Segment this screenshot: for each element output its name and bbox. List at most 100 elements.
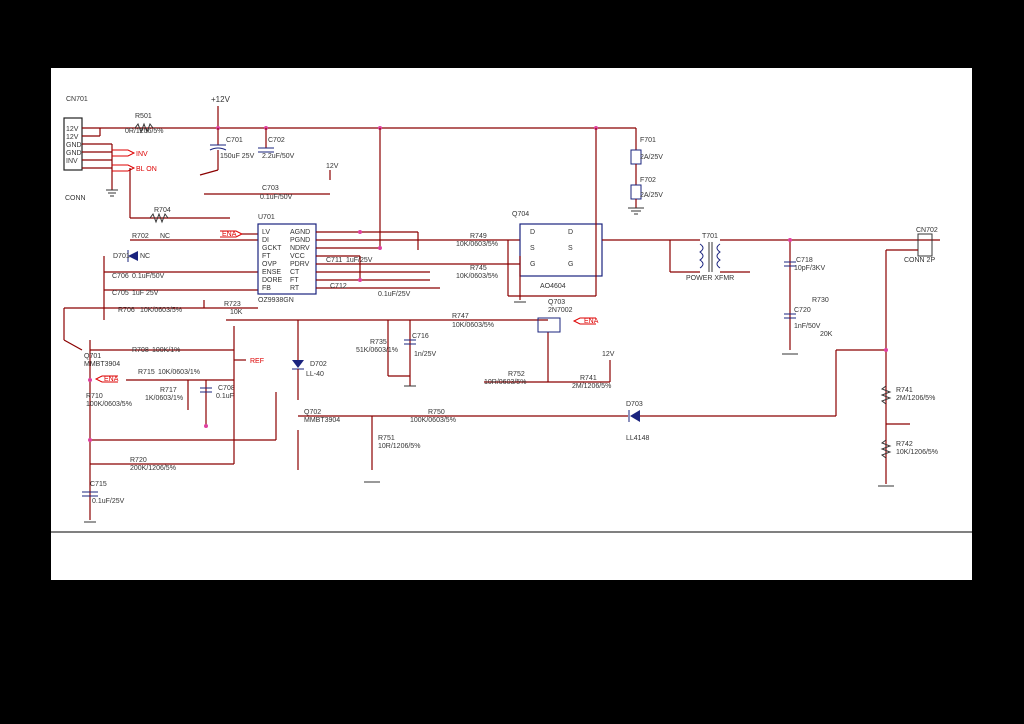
- u701-pin-r4: VCC: [290, 253, 305, 260]
- r735-value: 51K/0603/1%: [356, 347, 398, 354]
- r741-value-2: 2M/1206/5%: [896, 395, 935, 402]
- r747-ref: R747: [452, 313, 469, 320]
- r735-ref: R735: [370, 339, 387, 346]
- u701-pin-r3: NDRV: [290, 245, 310, 252]
- q704-ref: Q704: [512, 211, 529, 218]
- q704-pin3: G: [530, 261, 535, 268]
- q704-pin7: G: [568, 261, 573, 268]
- d701-ref: D701: [113, 253, 130, 260]
- feedback-network: D703 LL4148 R741 2M/1206/5% R742 10K/120…: [626, 348, 938, 487]
- c711-ref: C711: [326, 257, 342, 264]
- f702-value: 2A/25V: [640, 192, 663, 199]
- c703-ref: C703: [262, 185, 279, 192]
- mosfet-q704: Q704 AO4604 D S G D S G: [507, 128, 700, 303]
- r752-value: 10R/0603/5%: [484, 379, 526, 386]
- cn701-pin3: GND: [66, 142, 82, 149]
- q703-ref: Q703: [548, 299, 565, 306]
- r751-value: 10R/1206/5%: [378, 443, 420, 450]
- net-ref-label: REF: [250, 358, 264, 365]
- c701-value: 150uF 25V: [220, 153, 255, 160]
- d703-value: LL4148: [626, 435, 649, 442]
- u701-pin-l1: LV: [262, 229, 270, 236]
- c703-value: 0.1uF/50V: [260, 194, 293, 201]
- d703-ref: D703: [626, 401, 643, 408]
- q702-value: MMBT3904: [304, 417, 340, 424]
- t701-ref: T701: [702, 233, 718, 240]
- cn701-ref: CN701: [66, 96, 88, 103]
- t701-value: POWER XFMR: [686, 275, 734, 282]
- r715-ref: R715: [138, 369, 155, 376]
- d701-value: NC: [140, 253, 150, 260]
- cn702-value: CONN 2P: [904, 257, 935, 264]
- q704-pin1: D: [530, 229, 535, 236]
- c718-ref: C718: [796, 257, 813, 264]
- c708-value: 0.1uF: [216, 393, 234, 400]
- cn702-body: [917, 233, 933, 257]
- c706-ref: C706: [112, 273, 129, 280]
- r702-value: NC: [160, 233, 170, 240]
- c701-ref: C701: [226, 137, 243, 144]
- net-ena-label-3: ENA: [584, 318, 599, 325]
- r717-value: 1K/0603/1%: [145, 395, 183, 402]
- u701-pin-r8: RT: [290, 285, 300, 292]
- u701-pin-r2: PGND: [290, 237, 310, 244]
- r723-value: 10K: [230, 309, 243, 316]
- r745-ref: R745: [470, 265, 487, 272]
- left-network: R704 ENA R702 NC D701 NC C706 0.1uF/50V …: [63, 168, 277, 523]
- u701-pin-r6: CT: [290, 269, 300, 276]
- c720-value: 1nF/50V: [794, 323, 821, 330]
- r730-value: 20K: [820, 331, 833, 338]
- r749-ref: R749: [470, 233, 487, 240]
- q702-ref: Q702: [304, 409, 321, 416]
- f702-ref: F702: [640, 177, 656, 184]
- q704-pin2: S: [530, 245, 535, 252]
- c711-value: 1uF/25V: [346, 257, 373, 264]
- c715-ref: C715: [90, 481, 107, 488]
- c702-ref: C702: [268, 137, 285, 144]
- u701-pin-r1: AGND: [290, 229, 310, 236]
- q704-value: AO4604: [540, 283, 566, 290]
- r706-ref: R706: [118, 307, 135, 314]
- cn702-ref: CN702: [916, 227, 938, 234]
- c706-value: 0.1uF/50V: [132, 273, 165, 280]
- q703-value: 2N7002: [548, 307, 573, 314]
- c716-value: 1n/25V: [414, 351, 437, 358]
- q704-body: [519, 223, 603, 277]
- r741-ref: R741: [580, 375, 597, 382]
- d702-value: LL-40: [306, 371, 324, 378]
- r741-value: 2M/1206/5%: [572, 383, 611, 390]
- cn701-name: CONN: [65, 195, 86, 202]
- cn701-pin5: INV: [66, 158, 78, 165]
- u701-pin-r5: PDRV: [290, 261, 310, 268]
- r710-ref: R710: [86, 393, 103, 400]
- net-inv-label: INV: [136, 151, 148, 158]
- r708-ref: R708: [132, 347, 149, 354]
- r720-ref: R720: [130, 457, 147, 464]
- u701-pin-l2: DI: [262, 237, 269, 244]
- u701-pin-l4: FT: [262, 253, 271, 260]
- r501-value: 0R/1206/5%: [125, 128, 164, 135]
- c705-value: 1uF 25V: [132, 290, 159, 297]
- c705-ref: C705: [112, 290, 129, 297]
- u701-ref: U701: [258, 214, 275, 221]
- transformer-section: T701 POWER XFMR C718 10pF/3KV C720 1nF/5…: [669, 227, 940, 484]
- c712-value: 0.1uF/25V: [378, 291, 411, 298]
- r752-ref: R752: [508, 371, 525, 378]
- r501-ref: R501: [135, 113, 152, 120]
- d702-symbol: [292, 360, 304, 368]
- c720-ref: C720: [794, 307, 811, 314]
- c715-value: 0.1uF/25V: [92, 498, 125, 505]
- net-blon-label: BL ON: [136, 166, 157, 173]
- u701-body: [257, 223, 317, 295]
- r730-ref: R730: [812, 297, 829, 304]
- r750-value: 100K/0603/5%: [410, 417, 456, 424]
- cn701-pin2: 12V: [66, 134, 79, 141]
- net-ena-label: ENA: [222, 231, 237, 238]
- d701-symbol: [128, 251, 138, 261]
- r720-value: 200K/1206/5%: [130, 465, 176, 472]
- r704-ref: R704: [154, 207, 171, 214]
- r723-ref: R723: [224, 301, 241, 308]
- r749-value: 10K/0603/5%: [456, 241, 498, 248]
- r702-ref: R702: [132, 233, 149, 240]
